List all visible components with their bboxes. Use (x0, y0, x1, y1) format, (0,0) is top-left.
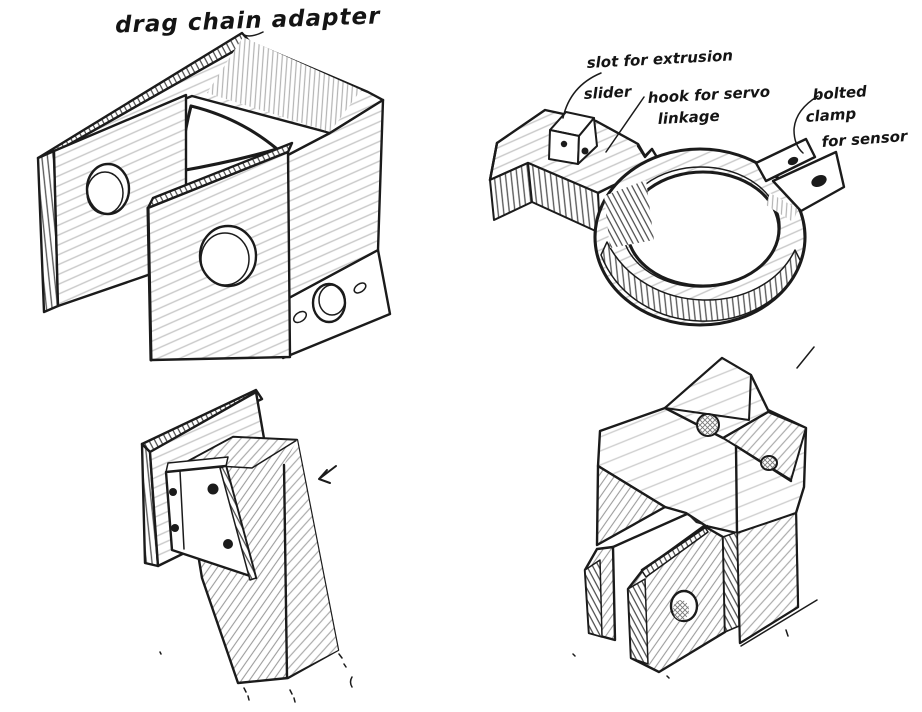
flange-hole-small-right (353, 282, 367, 294)
clamp-plate-lower (771, 150, 846, 213)
roof-pen-shading (207, 37, 361, 132)
leader-hook-label (605, 96, 645, 153)
flange-hole-large (311, 282, 347, 324)
annotation-hook-line1: hook for servo (647, 83, 770, 107)
annotation-clamp-line2: clamp (805, 104, 857, 125)
slot-lines (611, 512, 709, 572)
annotation-slot-line1: slot for extrusion (586, 46, 733, 72)
bracket-bolt (223, 539, 233, 549)
bracket-bolt (171, 524, 179, 532)
bore-hole-right (760, 455, 778, 471)
bracket-bolt (169, 488, 177, 496)
servo-hook-notch (636, 144, 654, 159)
annotation-slot-line2: slider (583, 82, 633, 103)
slider-block (548, 111, 598, 165)
u-channel-body (36, 31, 392, 362)
sketch-wall-bracket (140, 388, 353, 703)
slider-dot (560, 140, 568, 148)
annotation-clamp: bolted clamp for sensor (805, 82, 910, 151)
sketch-corner-block (572, 346, 818, 679)
left-wedge (595, 464, 667, 547)
clevis-fork (583, 512, 740, 674)
drag-chain-adapter-title: drag chain adapter (115, 3, 382, 38)
clamp-bolt (811, 175, 827, 187)
annotation-hook-line2: linkage (657, 107, 720, 128)
annotation-clamp-line1: bolted (812, 82, 868, 104)
leader-clamp-label (793, 95, 819, 154)
sketch-drag-chain-adapter: drag chain adapter (36, 3, 392, 362)
construction-lines (572, 346, 818, 679)
sensor-clamp-arm (754, 137, 846, 222)
ring-thickness-band (600, 241, 802, 322)
bore-hole-top (696, 413, 720, 437)
sketch-tick-marks (159, 651, 353, 703)
block-body (595, 356, 808, 645)
slider-dot (581, 147, 589, 155)
direction-arrow (318, 465, 337, 484)
slot-end (687, 514, 707, 526)
ring-dark-hatch (604, 180, 654, 248)
clamp-bolt (787, 156, 799, 166)
sketch-sensor-clamp: slot for extrusion slider hook for servo… (488, 46, 910, 327)
annotation-clamp-line3: for sensor (821, 127, 910, 151)
flange-hole-small-left (292, 310, 308, 324)
top-tab (664, 357, 752, 421)
lower-right-face (736, 512, 799, 644)
mounting-bracket (164, 456, 258, 581)
bracket-bolt (207, 483, 219, 495)
leader-slot-label (562, 72, 602, 119)
clamp-ring (593, 144, 807, 327)
annotation-hook: hook for servo linkage (647, 83, 770, 128)
